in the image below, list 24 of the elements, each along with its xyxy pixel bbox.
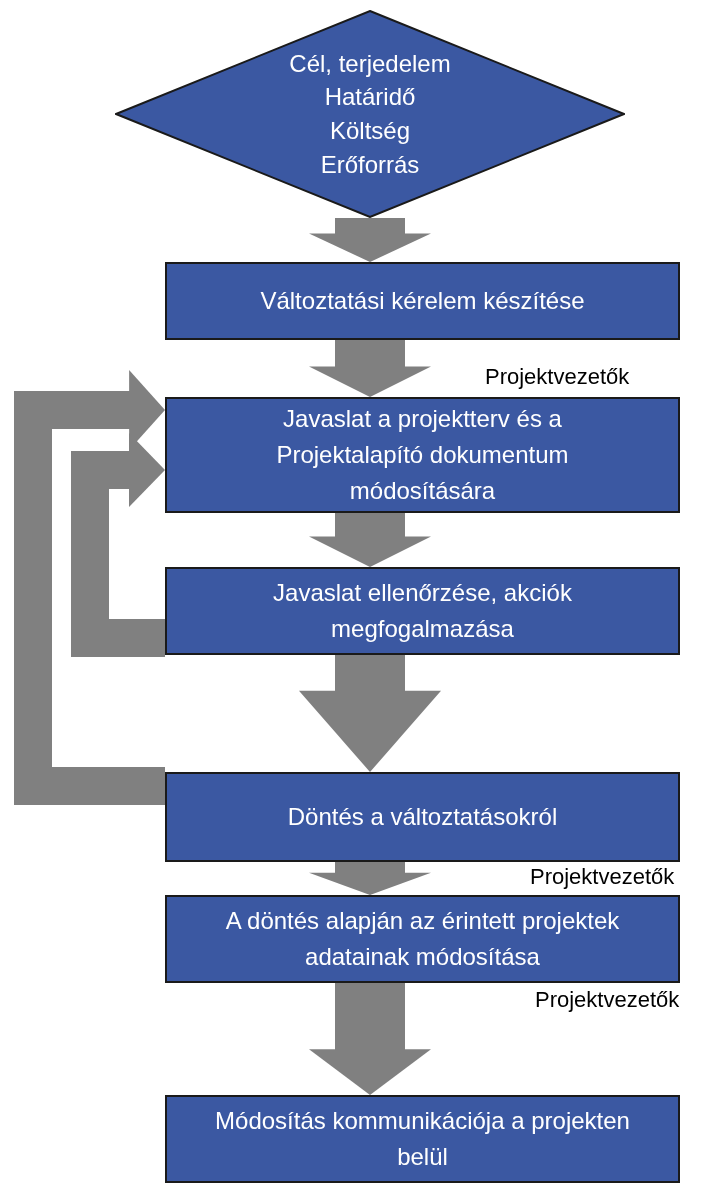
decision-diamond — [115, 10, 625, 218]
block-arrow — [299, 655, 441, 772]
node-text: Javaslat a projektterv és a Projektalapító dokumentum módosítására — [275, 404, 570, 506]
process-box — [165, 567, 680, 655]
role-label: Projektvezetők — [535, 987, 680, 1013]
node-text: Javaslat ellenőrzése, akciók megfogalmazása — [272, 578, 573, 644]
node-text: A döntés alapján az érintett projektek adatainak módosítása — [224, 906, 621, 972]
node-text: Változtatási kérelem készítése — [260, 286, 585, 316]
node-text: Döntés a változtatásokról — [287, 802, 558, 832]
process-box — [165, 772, 680, 862]
role-label: Projektvezetők — [485, 364, 630, 390]
block-arrow — [309, 862, 431, 895]
process-box — [165, 1095, 680, 1183]
process-box — [165, 397, 680, 513]
block-arrow — [14, 370, 165, 805]
block-arrow — [309, 340, 431, 397]
node-text: Módosítás kommunikációja a projekten belül — [214, 1106, 631, 1172]
block-arrow — [309, 983, 431, 1095]
process-box — [165, 262, 680, 340]
node-text: Cél, terjedelem Határidő Költség Erőforrás — [288, 48, 452, 180]
process-box — [165, 895, 680, 983]
block-arrow — [309, 513, 431, 567]
block-arrow — [309, 218, 431, 262]
role-label: Projektvezetők — [530, 864, 675, 890]
